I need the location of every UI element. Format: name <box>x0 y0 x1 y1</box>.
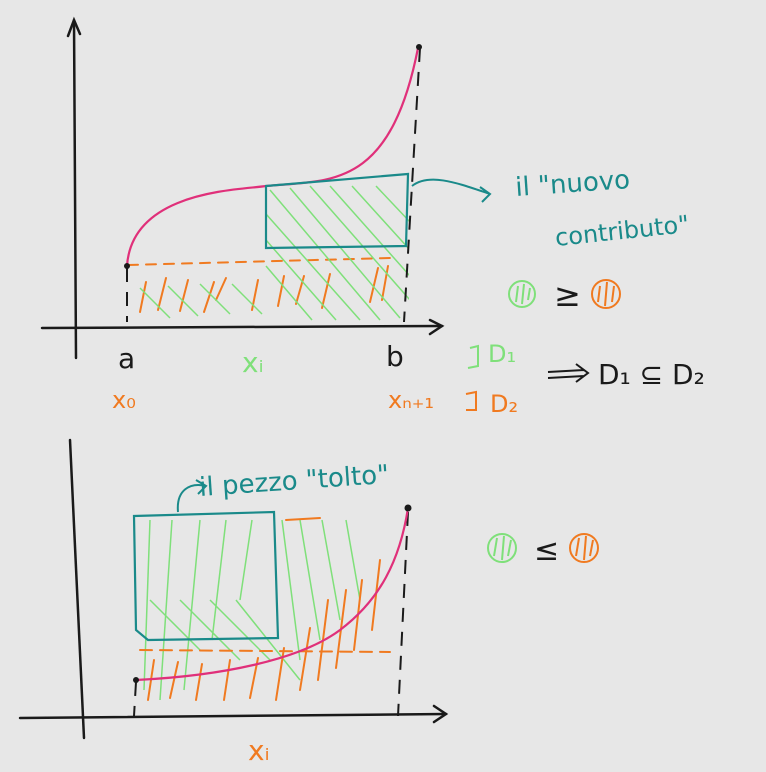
label-a: a <box>118 342 135 375</box>
green-circle-icon <box>487 533 517 563</box>
annotation-nuovo-line1: il "nuovo <box>514 165 631 203</box>
d1-bracket <box>467 344 479 369</box>
top-compare-symbol: ≥ <box>554 276 581 314</box>
orange-circle-icon <box>569 533 599 563</box>
label-xi-bottom: xᵢ <box>248 734 270 767</box>
label-xn1: xₙ₊₁ <box>388 386 434 414</box>
domains-relation: D₁ D₂ D₁ ⊆ D₂ <box>465 340 705 418</box>
relation-text: D₁ ⊆ D₂ <box>598 358 705 391</box>
green-circle-icon <box>508 280 536 308</box>
top-teal-arrow <box>411 178 492 203</box>
d2-bracket <box>465 390 477 411</box>
bottom-orange-hatch <box>139 517 391 701</box>
bottom-compare-symbol: ≤ <box>534 533 559 568</box>
top-curve-end-point <box>416 44 422 50</box>
top-axes <box>40 16 445 360</box>
bottom-curve-start-point <box>133 677 139 683</box>
d1-label: D₁ <box>488 340 516 368</box>
top-dashed-verticals <box>126 47 421 323</box>
bottom-axes <box>18 438 449 740</box>
top-curve-start-point <box>124 263 130 269</box>
orange-circle-icon <box>591 279 621 309</box>
d2-label: D₂ <box>490 390 518 418</box>
label-x0: x₀ <box>112 386 136 414</box>
bottom-graph: il pezzo "tolto" xᵢ ≤ <box>18 438 599 767</box>
bottom-teal-arrow <box>176 479 208 513</box>
annotation-pezzo-tolto: il pezzo "tolto" <box>198 460 390 503</box>
annotation-nuovo-line2: contributo" <box>554 210 691 252</box>
top-orange-hatch <box>127 257 391 313</box>
top-comparison: ≥ <box>508 276 621 314</box>
bottom-curve <box>135 507 410 682</box>
top-green-hatch <box>265 185 409 321</box>
bottom-green-hatch <box>143 519 361 701</box>
bottom-dashed-verticals <box>133 511 409 717</box>
label-xi-top: xᵢ <box>242 346 264 379</box>
bottom-teal-rectangle <box>132 510 280 642</box>
bottom-curve-end-point <box>404 504 412 512</box>
top-curve <box>125 47 420 267</box>
top-teal-rectangle <box>264 172 410 250</box>
bottom-comparison: ≤ <box>487 533 599 568</box>
implies-arrow-icon <box>547 363 590 383</box>
label-b: b <box>386 340 404 373</box>
top-graph: a b xᵢ x₀ xₙ₊₁ il "nuovo contributo" ≥ D… <box>40 16 705 418</box>
top-green-hatch-lower <box>139 283 263 319</box>
